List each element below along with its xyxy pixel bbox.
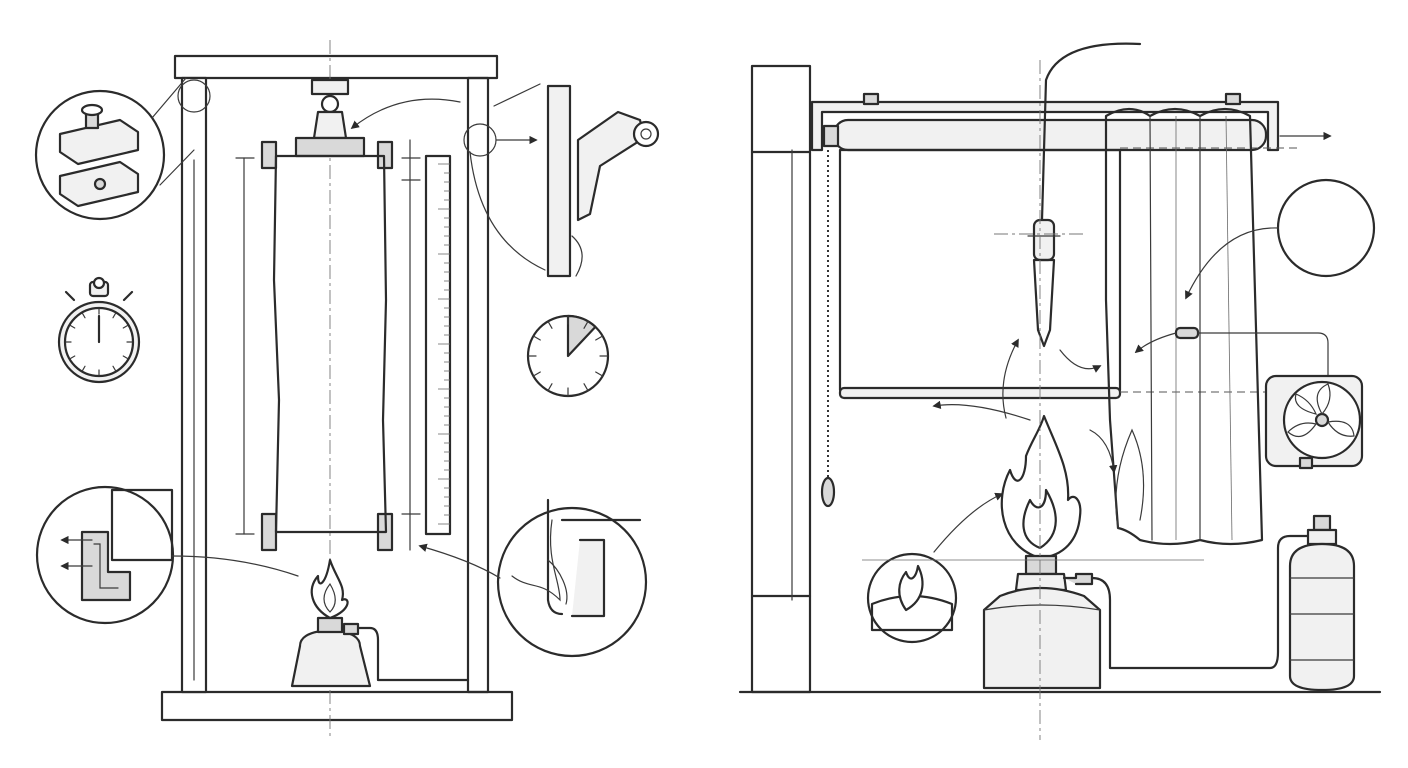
cabinet-right-wall — [466, 76, 490, 694]
detail-flame-edge — [418, 498, 648, 658]
gas-hose — [1090, 534, 1314, 670]
stopwatch-icon — [57, 276, 141, 384]
detail-clamp-screw — [34, 77, 211, 221]
detail-burnt-edge — [866, 492, 1004, 644]
gas-canister-burner — [982, 554, 1102, 690]
timer-tick — [532, 371, 541, 377]
sensor-line — [1134, 326, 1329, 381]
fabric-curtain — [1104, 107, 1264, 546]
hot-air-flow-arrows — [932, 338, 1118, 474]
stopwatch-tick — [122, 355, 129, 360]
stopwatch-tick — [69, 355, 76, 360]
wall-section-lower — [750, 594, 812, 694]
timer-tick — [583, 383, 589, 392]
timer-tick — [595, 335, 604, 341]
timer-tick — [595, 371, 604, 377]
detail-spring-clip — [463, 83, 660, 278]
pointer-arrow-hanger — [350, 98, 461, 130]
detail-fabric-weave — [1185, 178, 1376, 300]
timer-tick — [547, 383, 553, 392]
wall-section-upper — [750, 64, 812, 154]
burner-flame — [310, 558, 349, 620]
timer-tick — [547, 320, 553, 329]
stopwatch-tick — [81, 365, 86, 372]
timer-tick — [532, 335, 541, 341]
measuring-ruler — [424, 154, 452, 536]
specimen-holder-clips — [260, 140, 394, 552]
gas-burner — [290, 616, 470, 688]
detail-specimen-frame — [35, 485, 299, 625]
specimen-length-dimension — [235, 157, 255, 535]
stopwatch-tick — [112, 312, 117, 319]
stopwatch-tick — [112, 365, 117, 372]
cabinet-top-beam — [173, 54, 499, 80]
curtain-flame-test-setup — [738, 42, 1382, 740]
timer-dial-icon — [526, 314, 610, 398]
stopwatch-tick — [69, 324, 76, 329]
extraction-fan — [1264, 374, 1364, 470]
gas-cylinder — [1288, 514, 1356, 692]
roller-blind — [820, 118, 1268, 508]
stopwatch-tick — [81, 312, 86, 319]
thermocouple-probe — [994, 42, 1142, 348]
fabric-specimen — [272, 154, 388, 534]
char-length-dimension — [401, 139, 421, 551]
timer-tick — [583, 320, 589, 329]
burner-flame-large — [1000, 414, 1082, 560]
specimen-hanger-clamp — [294, 78, 366, 158]
stopwatch-tick — [122, 324, 129, 329]
vertical-flame-test-cabinet — [34, 40, 660, 740]
cabinet-base — [160, 690, 514, 722]
